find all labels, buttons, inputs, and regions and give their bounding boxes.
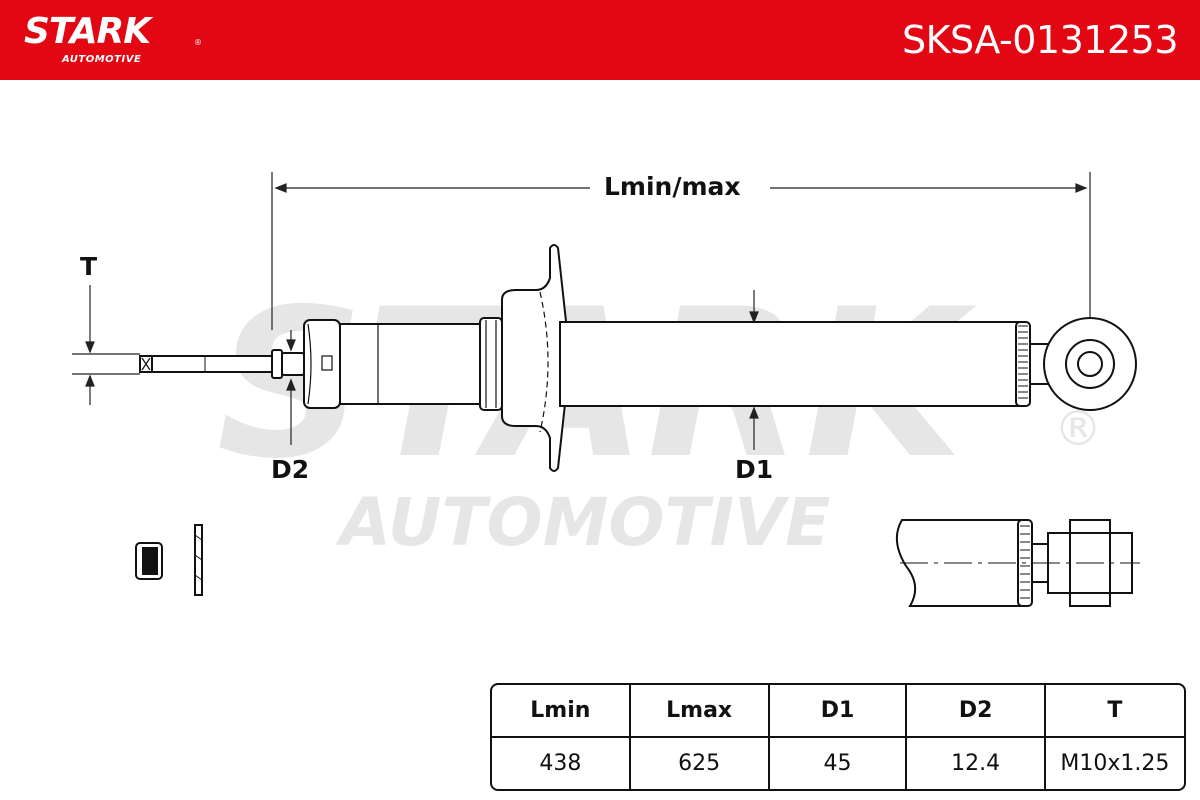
- watermark: STARK AUTOMOTIVE ®: [217, 266, 1102, 561]
- body-diameter-label: D1: [735, 455, 774, 484]
- rod-diameter-label: D2: [271, 455, 310, 484]
- specs-header-lmin: Lmin: [492, 685, 629, 738]
- watermark-sub: AUTOMOTIVE: [335, 484, 830, 561]
- shock-absorber: [139, 244, 1137, 472]
- specs-header-t: T: [1043, 685, 1184, 738]
- lower-mount-detail: [895, 519, 1140, 607]
- specs-value-d2: 12.4: [905, 738, 1043, 789]
- length-label: Lmin/max: [604, 172, 741, 201]
- technical-drawing: STARK AUTOMOTIVE ®: [0, 80, 1200, 680]
- brand-subtitle: AUTOMOTIVE: [62, 54, 142, 65]
- specs-value-d1: 45: [767, 738, 906, 789]
- length-dimension: [271, 172, 1091, 330]
- thread-dimension: [72, 285, 140, 405]
- specs-table: Lmin Lmax D1 D2 T 438 625 45 12.4 M10x1.…: [490, 683, 1186, 791]
- part-number: SKSA-0131253: [902, 18, 1178, 62]
- washer-accessory: [194, 524, 203, 596]
- specs-header-d1: D1: [767, 685, 906, 738]
- specs-header-row: Lmin Lmax D1 D2 T: [492, 685, 1184, 738]
- brand-logo: STARK ® AUTOMOTIVE: [24, 11, 202, 66]
- brand-name: STARK: [24, 11, 151, 52]
- header-background: [0, 0, 1200, 80]
- specs-value-lmax: 625: [628, 738, 768, 789]
- knurl-top: [1018, 325, 1028, 399]
- specs-value-lmin: 438: [539, 751, 582, 776]
- specs-value-t: M10x1.25: [1043, 738, 1184, 789]
- nut-accessory: [135, 542, 163, 580]
- specs-value-row: 438 625 45 12.4 M10x1.25: [492, 738, 1184, 789]
- specs-header-d2: D2: [905, 685, 1044, 738]
- specs-header-lmax: Lmax: [628, 685, 768, 738]
- thread-label: T: [80, 252, 98, 281]
- header-bar: STARK ® AUTOMOTIVE SKSA-0131253: [0, 0, 1200, 80]
- brand-registered-mark: ®: [194, 38, 202, 47]
- rod-diameter-dimension: [286, 330, 296, 445]
- body-diameter-dimension: [749, 290, 759, 450]
